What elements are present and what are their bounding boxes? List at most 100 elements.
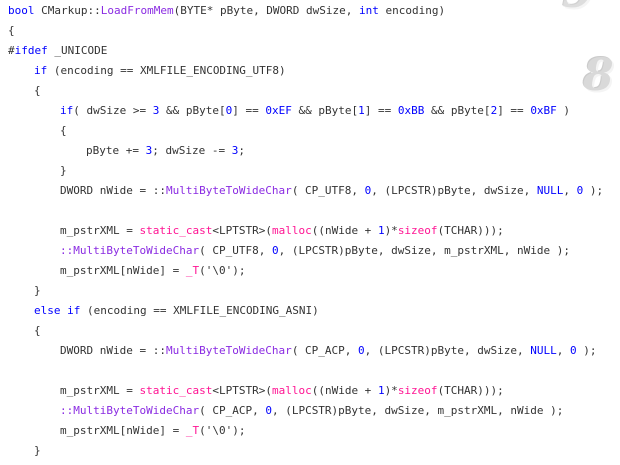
code-token: sizeof <box>397 384 438 397</box>
code-token: 1 <box>377 224 385 237</box>
code-line: m_pstrXML[nWide] = _T('\0'); <box>60 421 245 441</box>
code-token: _T <box>185 424 200 437</box>
code-line: } <box>34 441 41 461</box>
code-token: else <box>34 304 61 317</box>
code-line: { <box>34 81 41 101</box>
code-token: 0 <box>364 184 372 197</box>
code-token: ( CP_ACP, <box>199 404 266 417</box>
code-line: m_pstrXML = static_cast<LPTSTR>(malloc((… <box>60 381 504 401</box>
code-token: :: <box>60 244 74 257</box>
code-token: if <box>34 64 48 77</box>
code-token: ( CP_UTF8, <box>291 184 365 197</box>
code-token: } <box>60 164 67 177</box>
code-token: DWORD nWide = :: <box>60 344 166 357</box>
code-token: (BYTE* pByte, DWORD dwSize, <box>173 4 360 17</box>
code-token: && pByte[ <box>159 104 226 117</box>
code-token: ((nWide + <box>311 224 378 237</box>
code-token: ] == <box>364 104 398 117</box>
code-token: && pByte[ <box>424 104 491 117</box>
code-token: malloc <box>271 224 312 237</box>
code-token: ('\0'); <box>199 424 246 437</box>
code-token: 0 <box>576 184 584 197</box>
code-line: bool CMarkup::LoadFromMem(BYTE* pByte, D… <box>8 1 445 21</box>
code-token: 0xBB <box>397 104 425 117</box>
code-token: if <box>60 104 74 117</box>
code-line: else if (encoding == XMLFILE_ENCODING_AS… <box>34 301 319 321</box>
code-token: 0 <box>570 344 577 357</box>
code-line: ::MultiByteToWideChar( CP_UTF8, 0, (LPCS… <box>60 241 570 261</box>
code-token: ] == <box>232 104 266 117</box>
code-token: bool <box>8 4 35 17</box>
code-token: 0 <box>265 404 272 417</box>
code-token: _UNICODE <box>47 44 108 57</box>
code-line: { <box>8 21 15 41</box>
code-line: } <box>60 161 67 181</box>
code-token: , (LPCSTR)pByte, dwSize, m_pstrXML, nWid… <box>278 244 570 257</box>
code-token: && pByte[ <box>291 104 359 117</box>
code-token: CMarkup:: <box>34 4 101 17</box>
code-token: { <box>34 84 41 97</box>
code-token: MultiByteToWideChar <box>165 184 292 197</box>
watermark-digit: 9 <box>562 0 594 18</box>
code-token: 0 <box>225 104 233 117</box>
code-token: ( CP_UTF8, <box>199 244 272 257</box>
code-token: MultiByteToWideChar <box>165 344 292 357</box>
code-line: { <box>34 321 41 341</box>
code-token: 3 <box>231 144 239 157</box>
code-token: _T <box>185 264 200 277</box>
code-token: ; <box>238 144 245 157</box>
code-line: if( dwSize >= 3 && pByte[0] == 0xEF && p… <box>60 101 570 121</box>
code-token: LoadFromMem <box>100 4 174 17</box>
code-token: ( CP_ACP, <box>291 344 359 357</box>
code-token: 1 <box>377 384 385 397</box>
code-line: #ifdef _UNICODE <box>8 41 107 61</box>
code-token: m_pstrXML[nWide] = <box>60 424 186 437</box>
code-token: , <box>556 344 570 357</box>
code-token: NULL <box>530 344 557 357</box>
code-token: ((nWide + <box>311 384 378 397</box>
code-token: static_cast <box>139 224 213 237</box>
code-token: { <box>60 124 67 137</box>
code-line: m_pstrXML[nWide] = _T('\0'); <box>60 261 245 281</box>
code-line: } <box>34 281 41 301</box>
code-token: } <box>34 444 41 457</box>
code-token: )* <box>384 384 398 397</box>
code-token: 2 <box>490 104 498 117</box>
code-token: { <box>8 24 15 37</box>
code-line: if (encoding == XMLFILE_ENCODING_UTF8) <box>34 61 286 81</box>
code-token: <LPTSTR>( <box>212 384 272 397</box>
code-token: encoding) <box>378 4 446 17</box>
code-token: 3 <box>145 144 153 157</box>
code-line: { <box>60 121 67 141</box>
code-token: 0xBF <box>530 104 557 117</box>
code-token: ('\0'); <box>199 264 246 277</box>
code-token: m_pstrXML = <box>60 224 140 237</box>
code-token: 3 <box>152 104 160 117</box>
code-token: m_pstrXML[nWide] = <box>60 264 186 277</box>
code-token: , <box>563 184 577 197</box>
code-token: if <box>67 304 81 317</box>
code-token: , (LPCSTR)pByte, dwSize, <box>371 184 537 197</box>
code-token: :: <box>60 404 74 417</box>
code-token: 0 <box>271 244 279 257</box>
code-token: (TCHAR))); <box>437 384 504 397</box>
code-token: 1 <box>358 104 365 117</box>
code-token: ; dwSize -= <box>152 144 232 157</box>
code-token: ); <box>583 184 604 197</box>
code-token: <LPTSTR>( <box>212 224 272 237</box>
code-token: ); <box>576 344 597 357</box>
code-line: DWORD nWide = ::MultiByteToWideChar( CP_… <box>60 341 597 361</box>
code-line: ::MultiByteToWideChar( CP_ACP, 0, (LPCST… <box>60 401 563 421</box>
code-token: DWORD nWide = :: <box>60 184 166 197</box>
code-token: MultiByteToWideChar <box>73 404 200 417</box>
code-line: m_pstrXML = static_cast<LPTSTR>(malloc((… <box>60 221 504 241</box>
code-token: sizeof <box>397 224 438 237</box>
code-line: DWORD nWide = ::MultiByteToWideChar( CP_… <box>60 181 603 201</box>
code-token: MultiByteToWideChar <box>73 244 200 257</box>
code-token: { <box>34 324 41 337</box>
code-token: 0 <box>358 344 365 357</box>
code-line: pByte += 3; dwSize -= 3; <box>86 141 245 161</box>
code-token: (encoding == XMLFILE_ENCODING_UTF8) <box>47 64 286 77</box>
code-token: malloc <box>271 384 312 397</box>
